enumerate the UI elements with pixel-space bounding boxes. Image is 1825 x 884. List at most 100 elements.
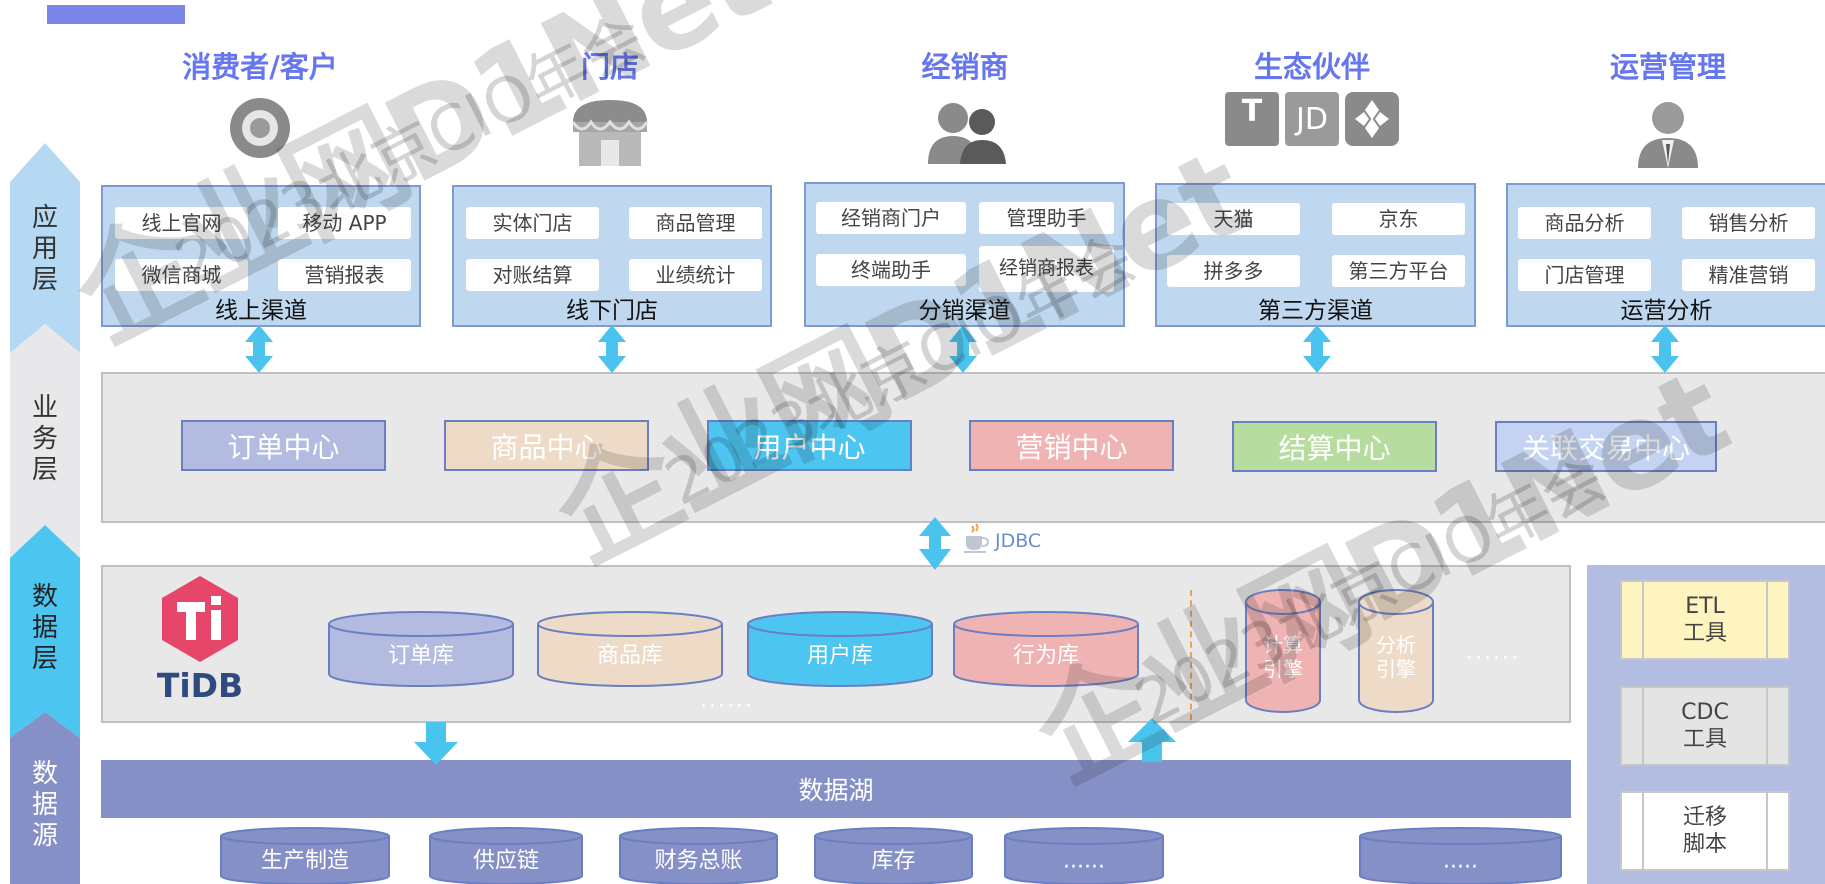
- stakeholder-title: 生态伙伴: [1253, 50, 1370, 84]
- stakeholder-customer: 消费者/客户: [150, 44, 370, 172]
- engine-1-label: 计算: [1263, 633, 1303, 657]
- people-group-icon: [928, 103, 1006, 164]
- source-4-label: 库存: [871, 849, 915, 874]
- arrow-up-from-lake: [1128, 718, 1176, 762]
- channel-item: 营销报表: [278, 259, 411, 291]
- source-6: .....: [1359, 827, 1562, 884]
- engine-2-label: 引擎: [1376, 657, 1416, 681]
- center-marketing: 营销中心: [969, 420, 1174, 471]
- stakeholder-dealer: 经销商: [855, 44, 1075, 172]
- engine-separator: [1190, 590, 1192, 720]
- channel-third-party: 天猫 京东 拼多多 第三方平台 第三方渠道: [1155, 183, 1476, 327]
- data-lake-bar: 数据湖: [101, 760, 1571, 818]
- source-3: 财务总账: [619, 827, 778, 884]
- channel-distribution: 经销商门户 管理助手 终端助手 经销商报表 分销渠道: [804, 182, 1125, 327]
- channel-online: 线上官网 移动 APP 微信商城 营销报表 线上渠道: [101, 185, 421, 327]
- database-3-label: 用户库: [807, 644, 873, 669]
- arrow-jdbc: [919, 517, 951, 570]
- jdbc-label: JDBC: [995, 530, 1042, 552]
- channel-item: 经销商报表: [979, 246, 1114, 292]
- stakeholder-title: 运营管理: [1609, 50, 1726, 84]
- layer-sidebar: [10, 143, 80, 884]
- source-4: 库存: [814, 827, 973, 884]
- stakeholder-title: 经销商: [921, 50, 1009, 84]
- channel-item: 京东: [1332, 203, 1465, 235]
- source-1-label: 生产制造: [261, 849, 349, 874]
- channel-item: 管理助手: [979, 202, 1114, 234]
- source-5-label: ......: [1063, 849, 1105, 874]
- center-user: 用户中心: [707, 420, 912, 471]
- layer-seg-biz: [10, 324, 80, 558]
- center-order: 订单中心: [181, 420, 386, 471]
- channel-item: 商品分析: [1518, 207, 1651, 239]
- source-2-label: 供应链: [473, 849, 539, 874]
- channel-item: 门店管理: [1518, 259, 1651, 291]
- channel-item: 移动 APP: [278, 207, 411, 239]
- tidb-logo-icon: [162, 576, 238, 662]
- channel-label: 第三方渠道: [1258, 298, 1373, 324]
- database-3: 用户库: [747, 611, 933, 687]
- engine-1-label: 引擎: [1263, 657, 1303, 681]
- arrow-channel-ops: [1651, 325, 1679, 373]
- stakeholder-operations: 运营管理: [1558, 44, 1778, 172]
- manager-avatar-icon: [1638, 102, 1698, 168]
- channel-item: 实体门店: [466, 207, 599, 239]
- partner-logos-icon: T JD: [1202, 92, 1422, 146]
- header-accent-bar: [47, 5, 185, 24]
- channel-operations: 商品分析 销售分析 门店管理 精准营销 运营分析: [1506, 183, 1825, 327]
- arrow-channel-online: [245, 325, 273, 373]
- tool-migration: 迁移 脚本: [1620, 791, 1790, 871]
- engine-2-label: 分析: [1376, 633, 1416, 657]
- database-1: 订单库: [328, 611, 514, 687]
- arrow-channel-offline: [598, 325, 626, 373]
- stakeholder-partners: 生态伙伴 T JD: [1202, 44, 1422, 146]
- db-more-ellipsis: ......: [700, 688, 754, 713]
- tmall-logo-icon: T: [1225, 92, 1279, 146]
- database-4-label: 行为库: [1013, 644, 1079, 669]
- layer-label-biz: 业 务 层: [31, 393, 58, 485]
- center-product: 商品中心: [444, 420, 649, 471]
- tool-cdc: CDC 工具: [1620, 686, 1790, 766]
- layer-seg-app: [10, 143, 80, 353]
- layer-label-source: 数 据 源: [31, 759, 58, 851]
- stakeholder-store: 门店: [500, 44, 720, 172]
- channel-item: 对账结算: [466, 259, 599, 291]
- tool-etl: ETL 工具: [1620, 580, 1790, 660]
- center-settlement: 结算中心: [1232, 421, 1437, 472]
- pinduoduo-logo-icon: [1345, 92, 1399, 146]
- source-3-label: 财务总账: [654, 849, 742, 874]
- channel-item: 线上官网: [115, 207, 248, 239]
- channel-label: 线上渠道: [215, 298, 307, 324]
- tool-label: ETL 工具: [1642, 582, 1768, 658]
- channel-item: 精准营销: [1682, 259, 1815, 291]
- layer-label-data: 数 据 层: [31, 582, 58, 674]
- center-related-transaction: 关联交易中心: [1495, 421, 1717, 472]
- channel-label: 分销渠道: [918, 298, 1011, 324]
- channel-item: 商品管理: [629, 207, 762, 239]
- database-2-label: 商品库: [597, 644, 663, 669]
- tidb-logo-text: TiDB: [156, 666, 244, 705]
- source-1: 生产制造: [220, 827, 390, 884]
- layer-label-app: 应 用 层: [31, 203, 58, 295]
- jd-logo-icon: JD: [1285, 92, 1339, 146]
- channel-item: 业绩统计: [629, 259, 762, 291]
- channel-offline: 实体门店 商品管理 对账结算 业绩统计 线下门店: [452, 185, 772, 327]
- arrow-down-to-lake: [414, 722, 458, 765]
- user-avatar-icon: [230, 98, 290, 158]
- channel-item: 微信商城: [115, 259, 248, 291]
- tool-label: 迁移 脚本: [1642, 793, 1768, 869]
- stakeholder-title: 门店: [580, 50, 639, 84]
- channel-item: 天猫: [1167, 203, 1300, 235]
- arrow-channel-distribution: [949, 325, 977, 373]
- database-1-label: 订单库: [388, 644, 454, 669]
- layer-seg-data: [10, 525, 80, 738]
- arrow-channel-third: [1303, 325, 1331, 373]
- source-5: ......: [1004, 827, 1164, 884]
- channel-label: 运营分析: [1620, 298, 1713, 324]
- source-6-label: .....: [1443, 849, 1478, 874]
